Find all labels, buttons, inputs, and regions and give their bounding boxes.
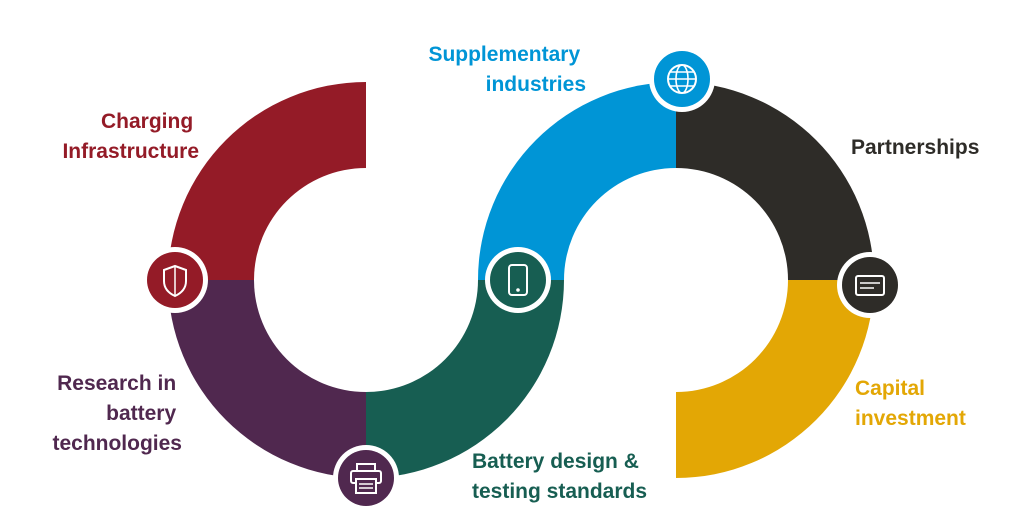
- label-charging-infrastructure: Charging Infrastructure: [62, 110, 199, 163]
- label-supplementary-industries: Supplementary industries: [428, 43, 586, 96]
- segment-charging-infrastructure: [168, 82, 366, 280]
- segment-supplementary-industries: [478, 82, 676, 280]
- printer-icon: [333, 445, 399, 511]
- segment-battery-design-testing: [366, 280, 564, 478]
- label-partnerships: Partnerships: [851, 136, 979, 159]
- segment-research-battery-technologies: [168, 280, 366, 478]
- tablet-icon: [485, 247, 551, 313]
- card-icon: [837, 252, 903, 318]
- segment-capital-investment: [676, 280, 874, 478]
- segment-partnerships: [676, 82, 874, 280]
- label-battery-design-testing: Battery design & testing standards: [472, 450, 647, 503]
- shield-icon: [142, 247, 208, 313]
- globe-icon: [649, 46, 715, 112]
- label-capital-investment: Capital investment: [855, 377, 966, 430]
- label-research-battery-technologies: Research in battery technologies: [52, 372, 182, 455]
